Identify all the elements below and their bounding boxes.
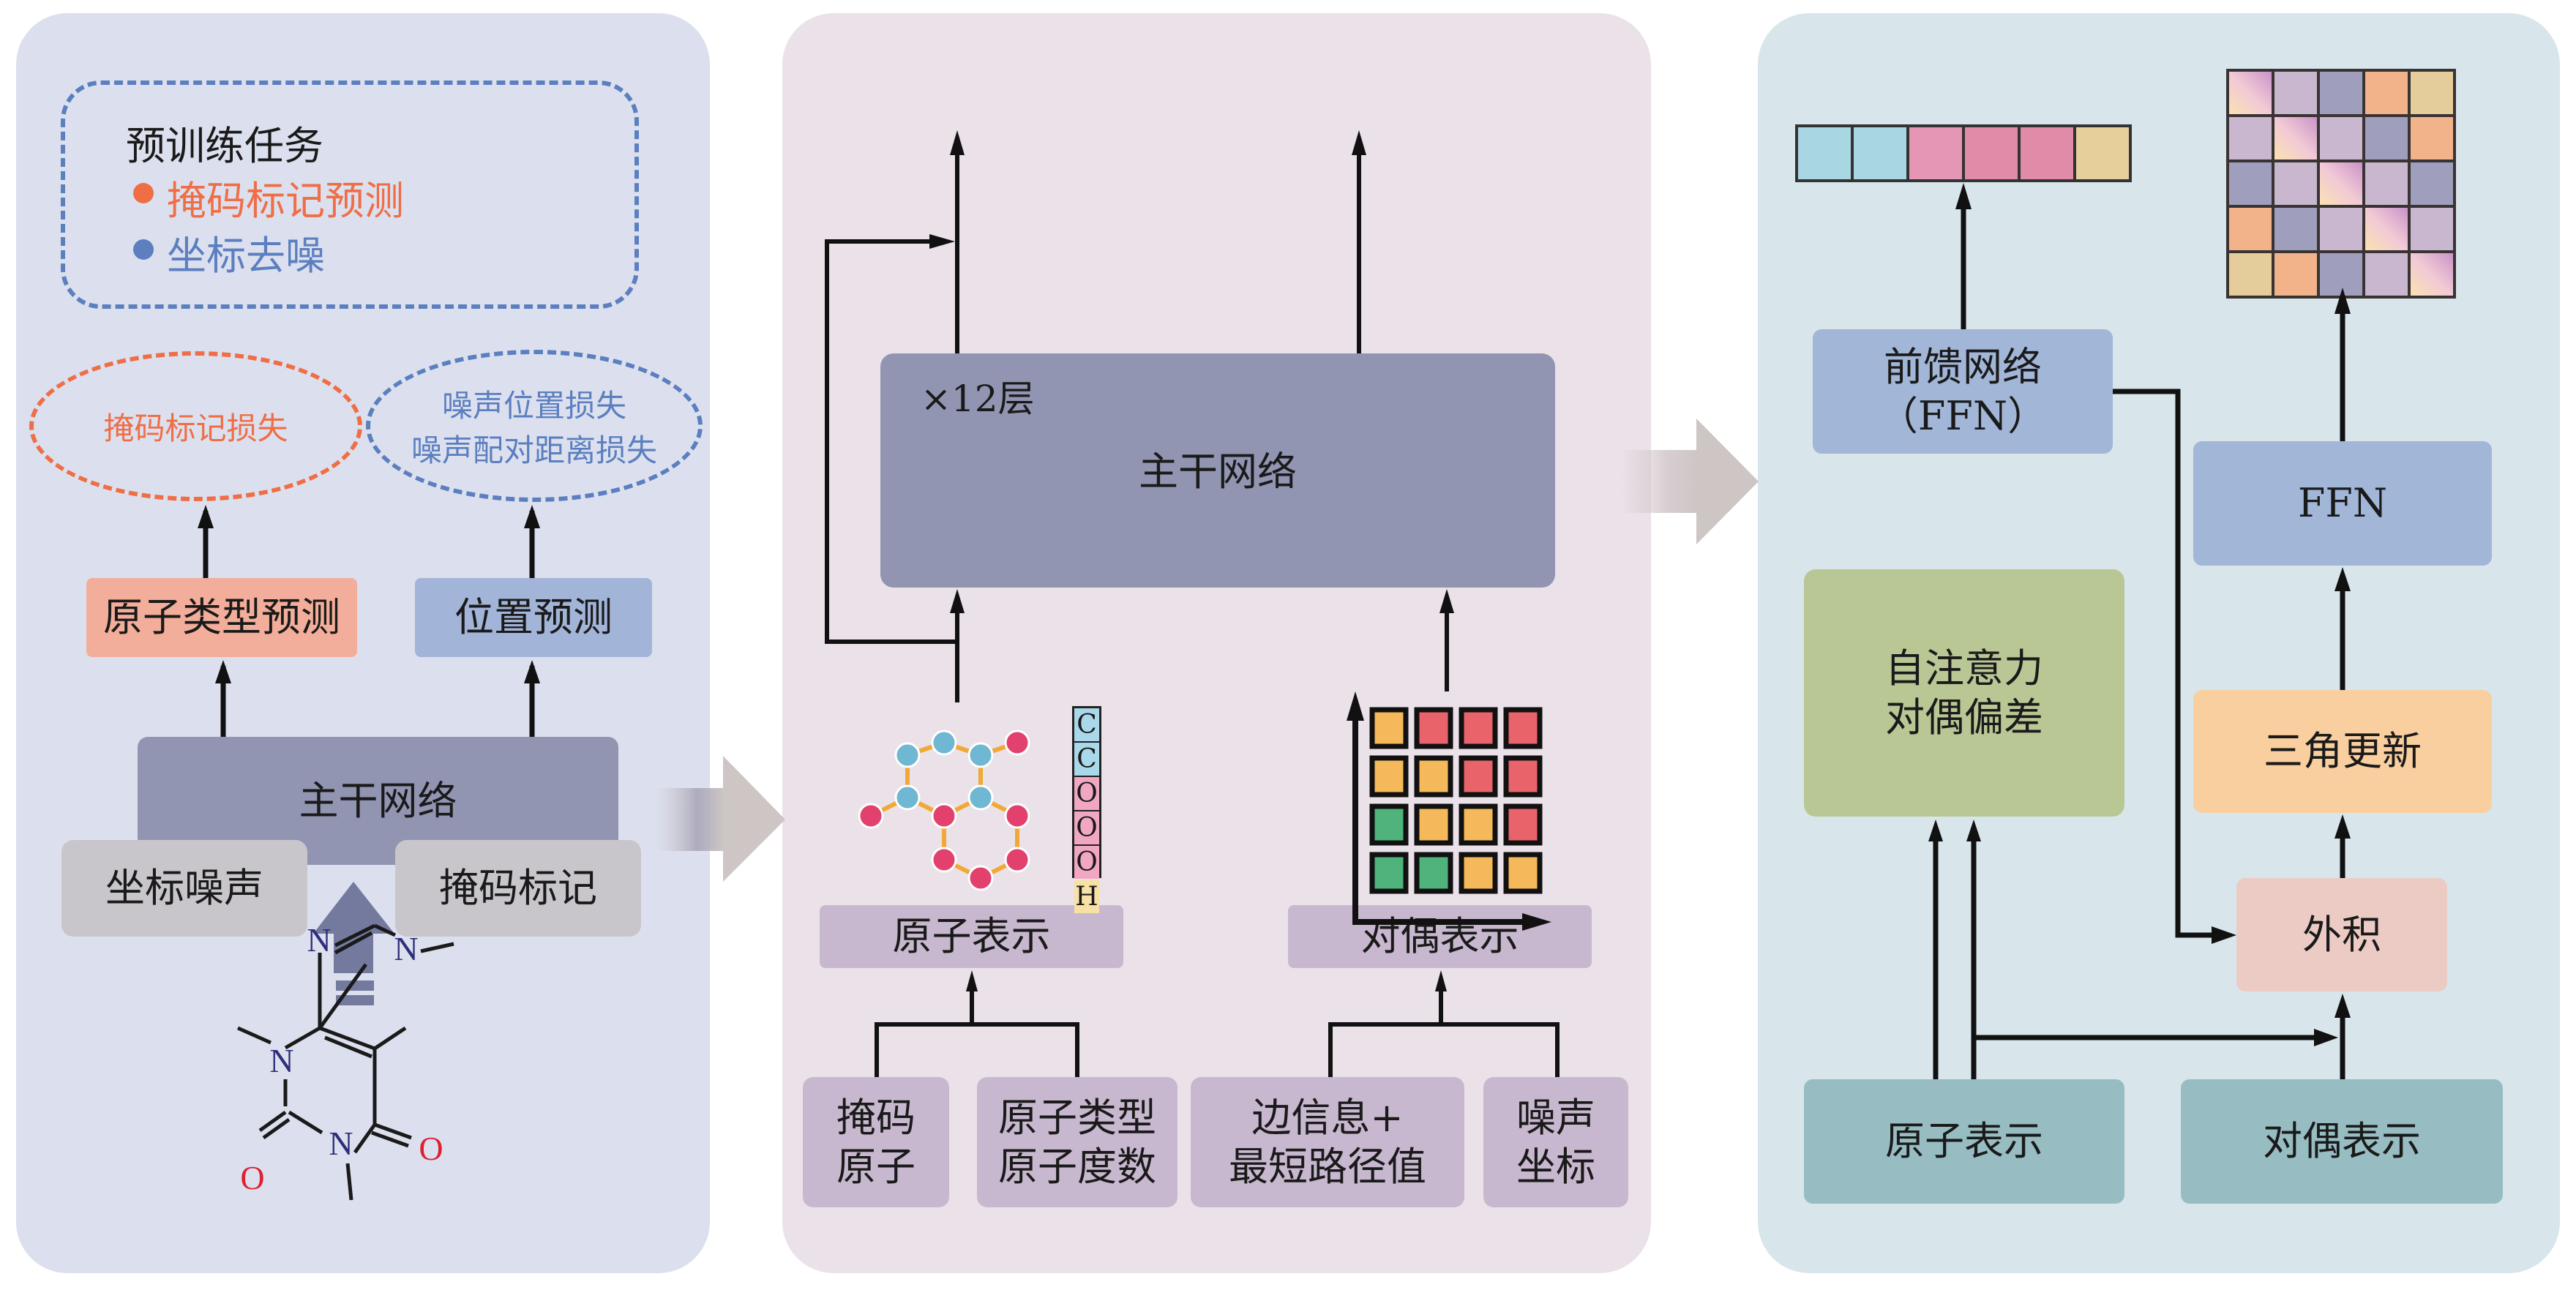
task-coordinate-denoising: 坐标去噪 xyxy=(167,233,325,279)
position-prediction-box: 位置预测 xyxy=(415,578,652,657)
noisy-coordinates-box: 噪声 坐标 xyxy=(1483,1077,1628,1207)
outer-product-box: 外积 xyxy=(2236,878,2447,991)
noise-loss-ellipse: 噪声位置损失 噪声配对距离损失 xyxy=(366,350,703,502)
token-cell: O xyxy=(1074,777,1099,810)
self-attention-pair-bias-box: 自注意力 对偶偏差 xyxy=(1804,569,2124,817)
token-cell: O xyxy=(1074,811,1099,844)
triangle-update-box: 三角更新 xyxy=(2193,690,2492,813)
atom-type-prediction-box: 原子类型预测 xyxy=(86,578,357,657)
middle-atom-representation-box: 原子表示 xyxy=(820,905,1123,968)
atom-token-column: C C O O O H xyxy=(1072,706,1101,913)
masked-atoms-box: 掩码 原子 xyxy=(803,1077,949,1207)
middle-pair-representation-box: 对偶表示 xyxy=(1288,905,1592,968)
middle-backbone-box xyxy=(880,353,1555,588)
coordinate-noise-box: 坐标噪声 xyxy=(61,840,307,937)
task-bullet-denoise xyxy=(133,239,154,260)
mask-loss-ellipse: 掩码标记损失 xyxy=(29,351,362,501)
ffn-box: FFN xyxy=(2193,441,2492,566)
right-atom-representation-box: 原子表示 xyxy=(1804,1079,2124,1204)
token-cell: H xyxy=(1074,880,1099,913)
noise-position-loss-label: 噪声位置损失 xyxy=(441,388,626,424)
mask-loss-label: 掩码标记损失 xyxy=(103,410,288,446)
mask-tokens-box: 掩码标记 xyxy=(395,840,641,937)
atom-type-degree-box: 原子类型 原子度数 xyxy=(977,1077,1177,1207)
middle-backbone-label: 主干网络 xyxy=(1139,449,1297,495)
ffn-full-box: 前馈网络 （FFN） xyxy=(1813,329,2113,454)
pretrain-tasks-box xyxy=(61,80,639,309)
token-cell: O xyxy=(1074,846,1099,879)
task-bullet-mask xyxy=(133,183,154,203)
token-cell: C xyxy=(1074,708,1099,741)
token-cell: C xyxy=(1074,743,1099,776)
pretrain-tasks-title: 预训练任务 xyxy=(126,123,323,169)
noise-pair-distance-loss-label: 噪声配对距离损失 xyxy=(411,432,657,468)
task-mask-token-prediction: 掩码标记预测 xyxy=(167,178,404,224)
right-pair-representation-box: 对偶表示 xyxy=(2181,1079,2503,1204)
edge-shortest-path-box: 边信息+ 最短路径值 xyxy=(1191,1077,1464,1207)
